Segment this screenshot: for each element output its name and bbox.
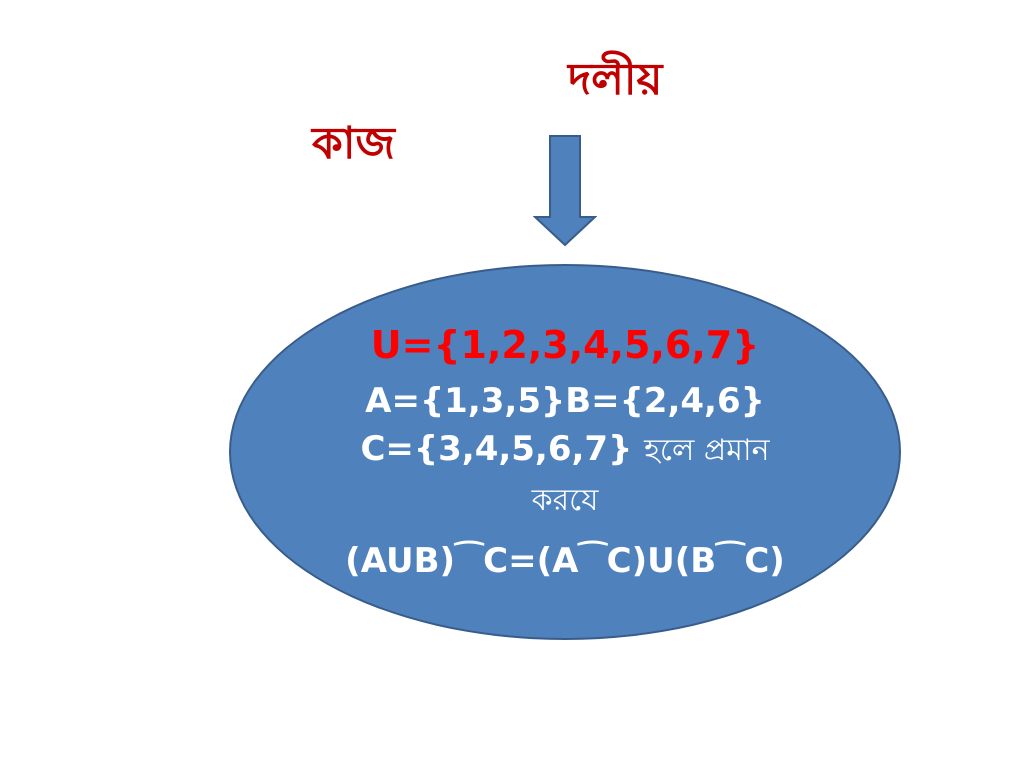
problem-text-block: U={1,2,3,4,5,6,7} A={1,3,5}B={2,4,6} C={… (229, 264, 901, 640)
set-c-line: C={3,4,5,6,7} হলে প্রমান (229, 432, 901, 466)
instruction-word: করযে (531, 483, 599, 518)
heading-work-label: কাজ (312, 118, 395, 169)
heading-group-work-title: দলীয় (568, 54, 663, 105)
formula: (AUB)⁀C=(A⁀C)U(B⁀C) (345, 541, 785, 581)
universal-set: U={1,2,3,4,5,6,7} (370, 323, 760, 367)
problem-ellipse (229, 264, 901, 640)
set-c: C={3,4,5,6,7} (360, 429, 633, 469)
condition-word: হলে প্রমান (644, 433, 770, 468)
sets-a-b: A={1,3,5}B={2,4,6} (365, 381, 765, 421)
down-arrow-icon (533, 135, 597, 247)
